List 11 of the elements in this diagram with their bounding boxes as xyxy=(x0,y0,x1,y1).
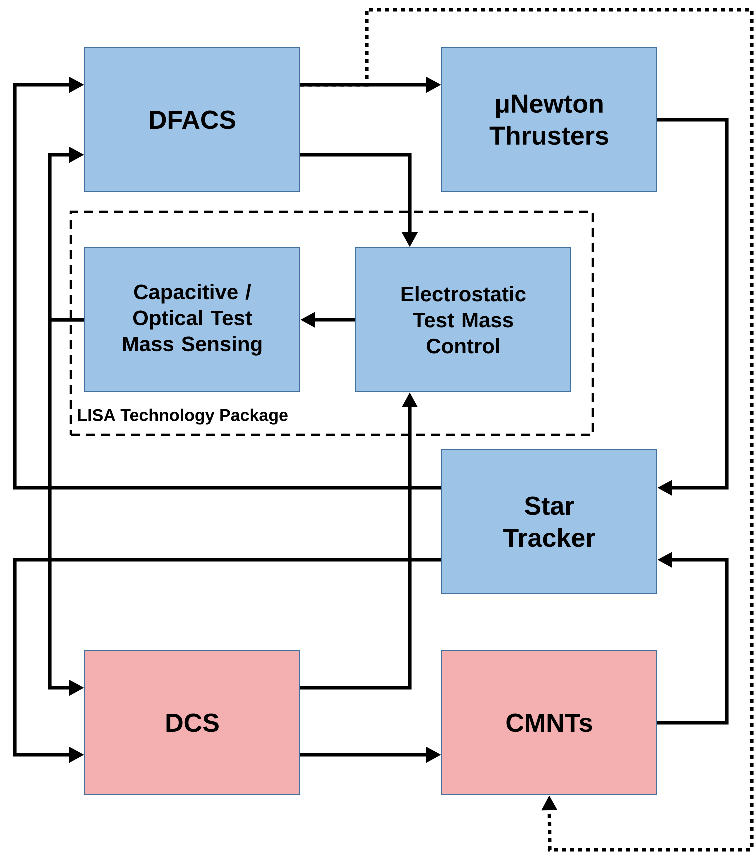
arrow xyxy=(300,8,754,852)
process-box: DCS xyxy=(84,650,300,796)
process-box: DFACS xyxy=(84,48,300,192)
process-box: Electrostatic Test Mass Control xyxy=(356,248,572,392)
arrow xyxy=(13,76,442,490)
process-box: μNewton Thrusters xyxy=(442,48,658,192)
process-box: CMNTs xyxy=(442,650,658,796)
frame-label: LISA Technology Package xyxy=(78,408,288,425)
process-box: Capacitive / Optical Test Mass Sensing xyxy=(84,248,300,392)
process-box: Star Tracker xyxy=(442,450,658,594)
arrow xyxy=(658,118,729,496)
